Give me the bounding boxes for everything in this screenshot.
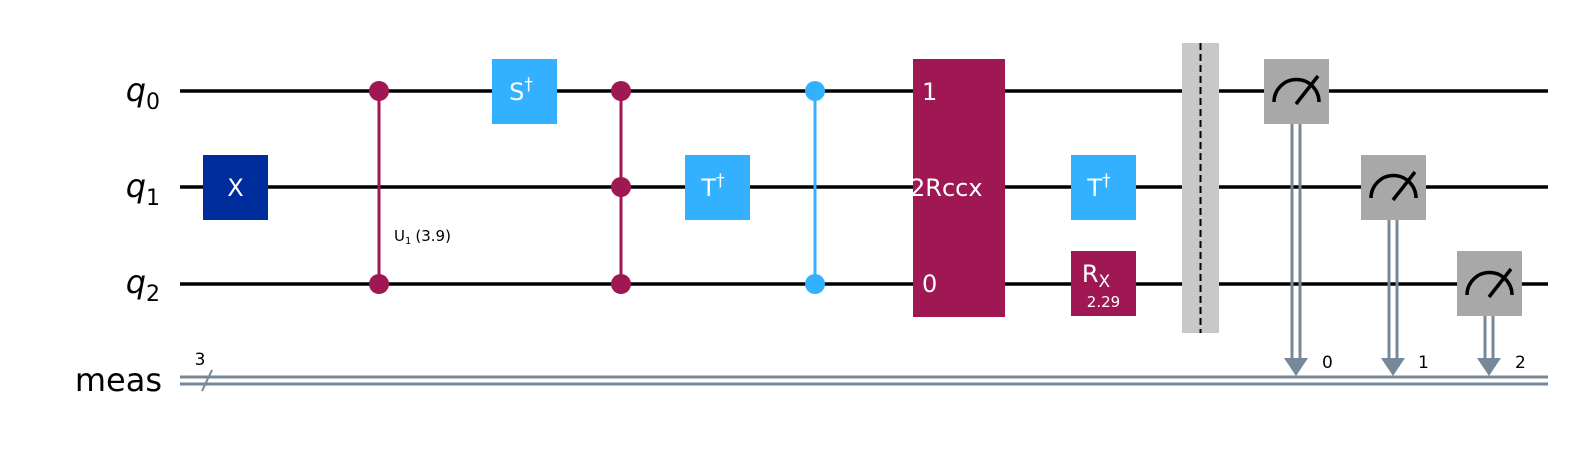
wire-label-q1: q1	[126, 167, 160, 211]
rccx-qubit-index-bottom: 0	[922, 270, 937, 298]
classical-bus-width: 3	[195, 350, 206, 370]
wire-label-q2: q2	[126, 263, 160, 307]
measure-q0	[1264, 59, 1329, 376]
rx-gate	[1071, 251, 1136, 316]
ccz-control-q0	[611, 81, 631, 101]
measure-q1	[1361, 155, 1426, 376]
classical-bus-slash	[201, 369, 213, 392]
cu1-control-q2	[369, 274, 389, 294]
rx-gate-param: 2.29	[1087, 293, 1120, 311]
ccz-control-q2	[611, 274, 631, 294]
sdg-gate	[492, 59, 557, 124]
x-gate-label: X	[227, 174, 243, 202]
measure-bit-label-0: 0	[1322, 353, 1333, 373]
x-gate	[203, 155, 268, 220]
cu1-control-q0	[369, 81, 389, 101]
wire-label-q0: q0	[126, 71, 160, 115]
tdg-gate-2	[1071, 155, 1136, 220]
measure-q2	[1457, 251, 1522, 376]
tdg-gate-1-label: T†	[700, 171, 725, 202]
sdg-gate-label: S†	[509, 75, 533, 106]
cs-control-q0	[805, 81, 825, 101]
ccz-control-q1	[611, 177, 631, 197]
rccx-gate	[913, 59, 1005, 317]
tdg-gate-2-label: T†	[1086, 171, 1111, 202]
measure-bit-label-2: 2	[1515, 353, 1526, 373]
rccx-gate-label: 2Rccx	[910, 174, 983, 202]
rx-gate-label: RX	[1082, 260, 1111, 292]
rccx-qubit-index-top: 1	[922, 78, 937, 106]
tdg-gate-1	[685, 155, 750, 220]
wire-label-meas: meas	[75, 361, 162, 399]
cs-control-q2	[805, 274, 825, 294]
cu1-label: U1(3.9)	[394, 227, 451, 247]
measure-bit-label-1: 1	[1418, 353, 1429, 373]
